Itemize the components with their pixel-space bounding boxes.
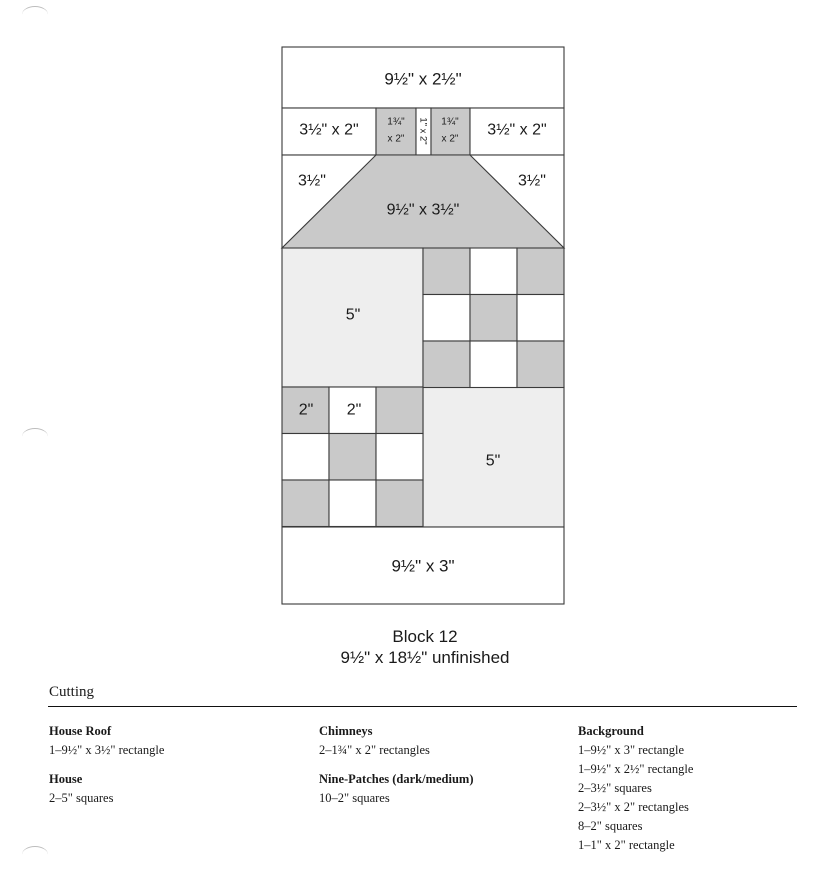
ninepatch-top-right-square-2-1 bbox=[469, 340, 518, 389]
cutting-column-1: House Roof 1–9½" x 3½" rectangle House 2… bbox=[49, 722, 164, 818]
ninepatch-bottom-left-square-2-0 bbox=[281, 479, 330, 528]
ninepatch-bottom-left-square-1-0 bbox=[281, 432, 330, 481]
roof-corner-right-label: 3½" bbox=[518, 173, 546, 190]
house-top-left-label: 5" bbox=[346, 307, 361, 324]
chimney-background-left-label: 3½" x 2" bbox=[299, 122, 358, 139]
cutting-line: 1–9½" x 2½" rectangle bbox=[578, 762, 694, 776]
cutting-heading: Cutting bbox=[49, 684, 95, 700]
block-title: Block 12 bbox=[392, 627, 458, 646]
cutting-column-3: Background 1–9½" x 3" rectangle 1–9½" x … bbox=[578, 722, 693, 865]
cutting-line: 1–1" x 2" rectangle bbox=[578, 838, 675, 852]
ninepatch-bottom-left-square-2-2 bbox=[375, 479, 424, 528]
ninepatch-bottom-left-square-1-1 bbox=[328, 432, 377, 481]
binder-hole-top bbox=[22, 6, 48, 23]
bottom-strip-label: 9½" x 3" bbox=[391, 557, 454, 576]
house-square-top-left bbox=[281, 247, 424, 388]
cutting-line: 2–1¾" x 2" rectangles bbox=[319, 743, 430, 757]
ninepatch-top-right-square-0-0 bbox=[422, 247, 471, 296]
ninepatch-bottom-left-square-0-2 bbox=[375, 386, 424, 435]
top-strip-patch bbox=[281, 46, 565, 109]
cutting-divider bbox=[48, 706, 797, 707]
cutting-group-house-roof: House Roof 1–9½" x 3½" rectangle bbox=[49, 722, 164, 760]
chimney-left-label-line2: x 2" bbox=[388, 134, 405, 145]
cutting-group-title: Chimneys bbox=[319, 724, 373, 738]
ninepatch-square-label-a: 2" bbox=[299, 402, 314, 419]
chimney-right-label-line1: 1¾" bbox=[441, 117, 459, 128]
chimney-right-patch bbox=[430, 107, 471, 156]
cutting-group-title: Background bbox=[578, 724, 644, 738]
chimney-background-left-patch bbox=[281, 107, 377, 156]
cutting-line: 1–9½" x 3" rectangle bbox=[578, 743, 685, 757]
chimney-background-right-patch bbox=[469, 107, 565, 156]
ninepatch-bottom-left-square-2-1 bbox=[328, 479, 377, 528]
cutting-column-2: Chimneys 2–1¾" x 2" rectangles Nine-Patc… bbox=[319, 722, 474, 818]
bottom-strip-patch bbox=[281, 526, 565, 605]
ninepatch-square-label-b: 2" bbox=[347, 402, 362, 419]
cutting-line: 1–9½" x 3½" rectangle bbox=[49, 743, 165, 757]
cutting-group-title: House Roof bbox=[49, 724, 112, 738]
chimney-center-label: 1" x 2" bbox=[418, 117, 429, 144]
house-square-bottom-right bbox=[422, 386, 565, 528]
cutting-group-chimneys: Chimneys 2–1¾" x 2" rectangles bbox=[319, 722, 474, 760]
ninepatch-top-right-square-1-0 bbox=[422, 293, 471, 342]
ninepatch-bottom-left-square-0-1 bbox=[328, 386, 377, 435]
block-labels: 9½" x 2½" 3½" x 2" 1¾" x 2" 1" x 2" 1¾" … bbox=[298, 70, 547, 576]
binder-hole-middle bbox=[22, 428, 48, 445]
block-subtitle: 9½" x 18½" unfinished bbox=[340, 648, 510, 667]
cutting-line: 8–2" squares bbox=[578, 819, 643, 833]
cutting-group-house: House 2–5" squares bbox=[49, 770, 164, 808]
roof-label: 9½" x 3½" bbox=[387, 202, 460, 219]
ninepatch-top-right-square-2-0 bbox=[422, 340, 471, 389]
cutting-line: 2–3½" x 2" rectangles bbox=[578, 800, 689, 814]
chimney-background-right-label: 3½" x 2" bbox=[487, 122, 546, 139]
roof-corner-left-label: 3½" bbox=[298, 173, 326, 190]
ninepatch-bottom-left-square-1-2 bbox=[375, 432, 424, 481]
cutting-line: 2–3½" squares bbox=[578, 781, 652, 795]
ninepatch-top-right-square-0-2 bbox=[516, 247, 565, 296]
binder-hole-bottom bbox=[22, 846, 48, 863]
cutting-line: 2–5" squares bbox=[49, 791, 114, 805]
cutting-group-title: Nine-Patches (dark/medium) bbox=[319, 772, 474, 786]
ninepatch-top-right-square-1-1 bbox=[469, 293, 518, 342]
chimney-left-patch bbox=[375, 107, 417, 156]
block-patches bbox=[280, 46, 566, 605]
ninepatch-top-right-square-0-1 bbox=[469, 247, 518, 296]
ninepatch-top-right-square-1-2 bbox=[516, 293, 565, 342]
quilt-block-diagram: 9½" x 2½" 3½" x 2" 1¾" x 2" 1" x 2" 1¾" … bbox=[280, 46, 566, 605]
cutting-group-background: Background 1–9½" x 3" rectangle 1–9½" x … bbox=[578, 722, 693, 855]
chimney-left-label-line1: 1¾" bbox=[387, 117, 405, 128]
top-strip-label: 9½" x 2½" bbox=[384, 70, 461, 89]
chimney-right-label-line2: x 2" bbox=[442, 134, 459, 145]
house-bottom-right-label: 5" bbox=[486, 453, 501, 470]
ninepatch-top-right-square-2-2 bbox=[516, 340, 565, 389]
cutting-group-title: House bbox=[49, 772, 83, 786]
cutting-group-nine-patches: Nine-Patches (dark/medium) 10–2" squares bbox=[319, 770, 474, 808]
cutting-line: 10–2" squares bbox=[319, 791, 390, 805]
